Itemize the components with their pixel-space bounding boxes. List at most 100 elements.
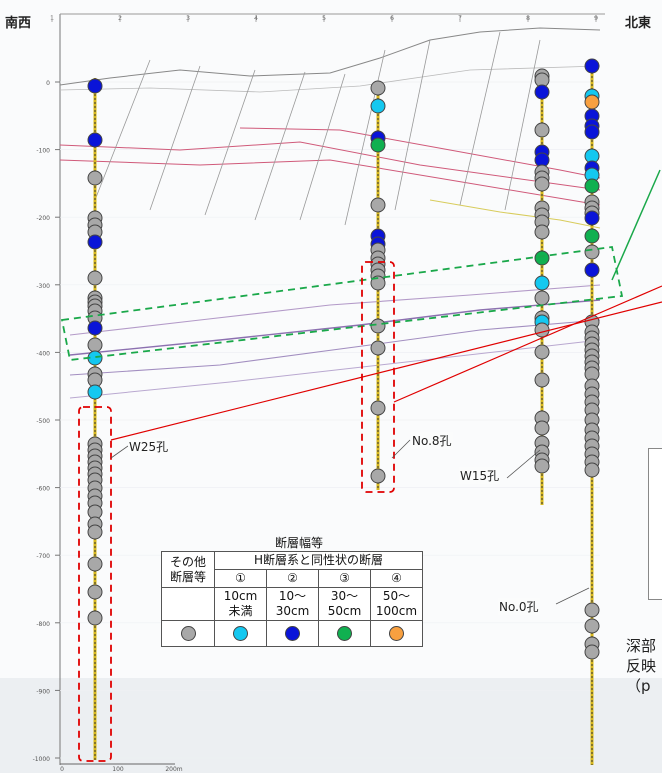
legend-number-3: ③	[318, 569, 371, 588]
fault-dot	[584, 618, 600, 634]
gray-dot-icon	[180, 626, 196, 641]
fault-dot	[534, 122, 550, 138]
fault-line	[394, 39, 431, 211]
fault-dot	[87, 170, 103, 186]
borehole-label-w15: W15孔	[459, 467, 501, 484]
fault-dot	[534, 84, 550, 100]
fault-dot	[370, 400, 386, 416]
legend-other-label: その他 断層等	[161, 551, 215, 588]
pink-horizon-line	[59, 141, 601, 191]
legend-number-1: ①	[214, 569, 267, 588]
cyan-dot-icon	[233, 626, 248, 641]
red-dashed-box-w25	[78, 406, 112, 762]
fault-dot	[584, 644, 600, 660]
purple-fault-line	[69, 339, 601, 399]
fault-dot	[87, 270, 103, 286]
fault-line	[254, 71, 306, 221]
fault-line	[344, 49, 386, 226]
direction-northeast: 北東	[625, 16, 652, 31]
fault-dot	[584, 262, 600, 278]
fault-dot	[370, 318, 386, 334]
note-box	[648, 448, 662, 600]
fault-dot	[584, 462, 600, 478]
scale-label: 200m	[165, 766, 182, 773]
fault-line	[459, 31, 501, 206]
fault-dot	[370, 98, 386, 114]
fault-dot	[370, 80, 386, 96]
fault-line	[299, 73, 346, 221]
fault-dot	[87, 524, 103, 540]
fault-dot	[87, 337, 103, 353]
fault-dot	[534, 372, 550, 388]
label-leader	[506, 449, 541, 479]
geologic-boundary-line	[59, 65, 601, 93]
red-leader-line	[393, 285, 662, 403]
green-leader-line	[611, 169, 661, 281]
legend-width-2: 10〜30cm	[266, 587, 319, 621]
legend-number-4: ④	[370, 569, 423, 588]
depth-tick-label: -400	[36, 350, 50, 357]
fault-dot	[534, 458, 550, 474]
legend-swatch-1	[214, 620, 267, 647]
label-leader	[391, 439, 411, 459]
purple-fault-line	[69, 319, 601, 376]
depth-tick-label: -200	[36, 215, 50, 222]
purple-fault-line	[69, 284, 601, 336]
legend-swatch-3	[318, 620, 371, 647]
ground-surface-line	[59, 27, 601, 86]
purple-fault-line	[69, 299, 601, 356]
scale-label: 100	[112, 766, 124, 773]
borehole-label-no8: No.8孔	[411, 432, 453, 449]
fault-dot	[370, 137, 386, 153]
fault-dot	[534, 322, 550, 338]
fault-dot	[87, 132, 103, 148]
legend-swatch-4	[370, 620, 423, 647]
depth-tick-label: -800	[36, 621, 50, 628]
fault-dot	[534, 176, 550, 192]
legend-swatch-other	[161, 620, 215, 647]
fault-line	[149, 65, 201, 211]
legend-number-2: ②	[266, 569, 319, 588]
green-dot-icon	[337, 626, 352, 641]
fault-dot	[534, 344, 550, 360]
fault-dot	[584, 178, 600, 194]
fault-dot	[370, 340, 386, 356]
fault-line	[204, 69, 256, 216]
fault-dot	[87, 610, 103, 626]
fault-dot	[584, 244, 600, 260]
fault-line	[504, 39, 541, 211]
fault-dot	[87, 556, 103, 572]
depth-tick-label: -1000	[33, 756, 51, 763]
fault-dot	[370, 197, 386, 213]
fault-dot	[584, 124, 600, 140]
fault-dot	[534, 290, 550, 306]
fault-dot	[584, 228, 600, 244]
depth-tick-label: -300	[36, 283, 50, 290]
depth-tick-label: -600	[36, 486, 50, 493]
fault-dot	[584, 210, 600, 226]
legend-width-3: 30〜50cm	[318, 587, 371, 621]
label-leader	[110, 445, 129, 459]
fault-dot	[584, 602, 600, 618]
pink-horizon-line	[239, 127, 601, 179]
depth-tick-label: -100	[36, 148, 50, 155]
fault-dot	[534, 275, 550, 291]
legend-group-header: H断層系と同性状の断層	[214, 551, 423, 570]
orange-dot-icon	[389, 626, 404, 641]
red-leader-line	[110, 301, 662, 441]
borehole-label-w25: W25孔	[128, 438, 170, 455]
fault-dot	[584, 58, 600, 74]
fault-dot	[87, 384, 103, 400]
pink-horizon-line	[59, 159, 601, 206]
fault-dot	[584, 94, 600, 110]
fault-dot	[87, 320, 103, 336]
fault-dot	[534, 250, 550, 266]
fault-dot	[370, 275, 386, 291]
fault-line	[94, 59, 151, 201]
fault-dot	[87, 78, 103, 94]
fault-dot	[370, 468, 386, 484]
fault-dot	[87, 584, 103, 600]
depth-tick-label: -700	[36, 553, 50, 560]
